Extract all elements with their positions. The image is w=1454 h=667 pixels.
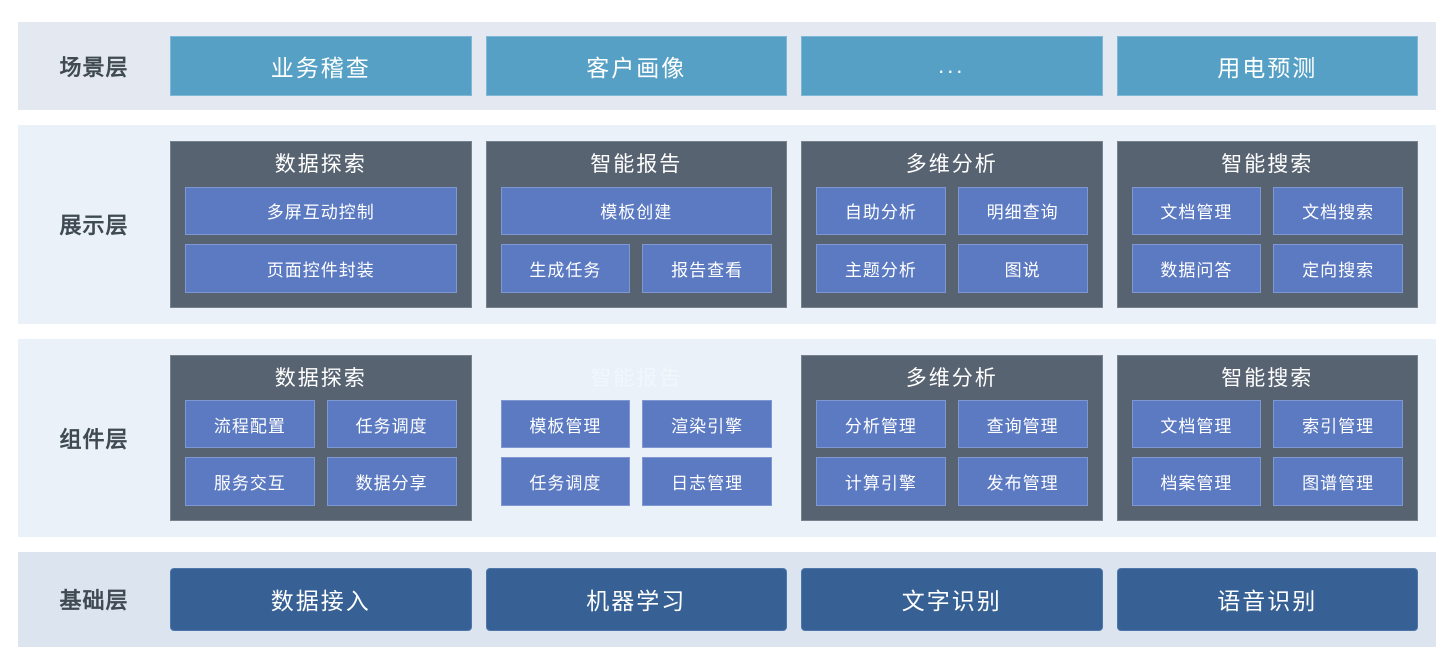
module-chip[interactable]: 生成任务	[500, 244, 631, 293]
module-panel[interactable]: 智能搜索文档管理索引管理档案管理图谱管理	[1116, 354, 1418, 521]
panel-title: 智能搜索	[1221, 153, 1314, 177]
foundation-card[interactable]: 机器学习	[485, 567, 787, 631]
module-chip[interactable]: 任务调度	[326, 399, 457, 449]
module-chip[interactable]: 查询管理	[957, 399, 1088, 449]
panel-chip-grid: 文档管理文档搜索数据问答定向搜索	[1131, 186, 1403, 293]
module-chip[interactable]: 模板管理	[500, 399, 631, 449]
module-panel[interactable]: 智能报告模板管理渲染引擎任务调度日志管理	[486, 355, 788, 521]
module-chip[interactable]: 分析管理	[816, 399, 946, 449]
layer-band-modules-2: 组件层数据探索流程配置任务调度服务交互数据分享智能报告模板管理渲染引擎任务调度日…	[18, 338, 1436, 537]
module-chip[interactable]: 报告查看	[642, 244, 772, 293]
layer-body: 数据接入机器学习文字识别语音识别	[170, 552, 1436, 647]
module-chip[interactable]: 文档管理	[1131, 399, 1262, 449]
panel-chip-row: 档案管理图谱管理	[1131, 457, 1403, 506]
panel-chip-row: 任务调度日志管理	[500, 457, 772, 506]
layer-body: 数据探索多屏互动控制页面控件封装智能报告模板创建生成任务报告查看多维分析自助分析…	[170, 125, 1436, 323]
panel-title: 多维分析	[905, 153, 998, 177]
panel-title: 多维分析	[905, 366, 998, 390]
module-chip[interactable]: 档案管理	[1131, 457, 1262, 506]
panel-chip-grid: 流程配置任务调度服务交互数据分享	[185, 399, 457, 506]
module-chip[interactable]: 模板创建	[500, 186, 772, 236]
layer-label: 基础层	[59, 588, 129, 614]
panel-chip-row: 流程配置任务调度	[185, 399, 457, 449]
foundation-card[interactable]: 数据接入	[170, 567, 472, 631]
module-chip[interactable]: 计算引擎	[816, 457, 946, 506]
panel-title: 数据探索	[274, 153, 367, 177]
scene-card[interactable]: 用电预测	[1116, 36, 1418, 97]
panel-chip-grid: 文档管理索引管理档案管理图谱管理	[1131, 399, 1403, 506]
scene-card[interactable]: ...	[801, 36, 1103, 97]
module-chip[interactable]: 文档搜索	[1273, 186, 1403, 236]
layer-body: 数据探索流程配置任务调度服务交互数据分享智能报告模板管理渲染引擎任务调度日志管理…	[170, 339, 1436, 537]
panel-chip-row: 多屏互动控制	[185, 186, 457, 236]
panel-chip-row: 主题分析图说	[816, 244, 1088, 293]
panel-chip-grid: 多屏互动控制页面控件封装	[185, 186, 457, 293]
panel-title: 智能报告	[590, 366, 683, 390]
module-chip[interactable]: 页面控件封装	[185, 244, 457, 293]
panel-chip-row: 文档管理索引管理	[1131, 399, 1403, 449]
panel-chip-grid: 模板创建生成任务报告查看	[500, 186, 772, 293]
module-chip[interactable]: 文档管理	[1131, 186, 1262, 236]
layer-band-foundation-3: 基础层 数据接入机器学习文字识别语音识别	[18, 551, 1436, 647]
module-chip[interactable]: 多屏互动控制	[185, 186, 457, 236]
module-panel[interactable]: 数据探索多屏互动控制页面控件封装	[170, 141, 472, 308]
module-panel[interactable]: 多维分析分析管理查询管理计算引擎发布管理	[801, 354, 1103, 521]
module-chip[interactable]: 渲染引擎	[642, 399, 772, 449]
layer-band-modules-1: 展示层数据探索多屏互动控制页面控件封装智能报告模板创建生成任务报告查看多维分析自…	[18, 125, 1436, 324]
module-chip[interactable]: 定向搜索	[1273, 244, 1403, 293]
module-chip[interactable]: 明细查询	[957, 186, 1088, 236]
module-panel[interactable]: 智能搜索文档管理文档搜索数据问答定向搜索	[1116, 141, 1418, 308]
panel-chip-row: 服务交互数据分享	[185, 457, 457, 506]
panel-title: 智能报告	[590, 153, 683, 177]
panel-chip-grid: 自助分析明细查询主题分析图说	[816, 186, 1088, 293]
scene-card[interactable]: 客户画像	[485, 36, 787, 97]
module-chip[interactable]: 流程配置	[185, 399, 315, 449]
module-chip[interactable]: 索引管理	[1273, 399, 1403, 449]
module-chip[interactable]: 任务调度	[500, 457, 631, 506]
panel-chip-row: 模板创建	[500, 186, 772, 236]
module-panel[interactable]: 智能报告模板创建生成任务报告查看	[485, 141, 787, 308]
scene-card[interactable]: 业务稽查	[170, 36, 472, 97]
panel-chip-row: 计算引擎发布管理	[816, 457, 1088, 506]
foundation-card[interactable]: 文字识别	[801, 567, 1103, 631]
module-chip[interactable]: 日志管理	[642, 457, 772, 506]
module-panel[interactable]: 数据探索流程配置任务调度服务交互数据分享	[170, 354, 472, 521]
panel-title: 数据探索	[274, 366, 367, 390]
layer-label: 场景层	[59, 55, 129, 81]
panel-chip-row: 数据问答定向搜索	[1131, 244, 1403, 293]
layer-band-scene-0: 场景层 业务稽查客户画像...用电预测	[18, 22, 1436, 111]
panel-chip-row: 生成任务报告查看	[500, 244, 772, 293]
panel-chip-row: 模板管理渲染引擎	[500, 399, 772, 449]
layer-label: 展示层	[59, 213, 129, 239]
panel-chip-row: 文档管理文档搜索	[1131, 186, 1403, 236]
panel-chip-row: 页面控件封装	[185, 244, 457, 293]
module-panel[interactable]: 多维分析自助分析明细查询主题分析图说	[801, 141, 1103, 308]
module-chip[interactable]: 数据分享	[326, 457, 457, 506]
module-chip[interactable]: 发布管理	[957, 457, 1088, 506]
module-chip[interactable]: 图谱管理	[1273, 457, 1403, 506]
foundation-card[interactable]: 语音识别	[1116, 567, 1418, 631]
panel-chip-row: 分析管理查询管理	[816, 399, 1088, 449]
module-chip[interactable]: 图说	[957, 244, 1088, 293]
layer-label: 组件层	[59, 426, 129, 452]
panel-chip-grid: 分析管理查询管理计算引擎发布管理	[816, 399, 1088, 506]
module-chip[interactable]: 服务交互	[185, 457, 315, 506]
panel-chip-grid: 模板管理渲染引擎任务调度日志管理	[500, 399, 772, 506]
module-chip[interactable]: 主题分析	[816, 244, 946, 293]
panel-chip-row: 自助分析明细查询	[816, 186, 1088, 236]
panel-title: 智能搜索	[1221, 366, 1314, 390]
layer-body: 业务稽查客户画像...用电预测	[170, 22, 1436, 110]
module-chip[interactable]: 自助分析	[816, 186, 946, 236]
module-chip[interactable]: 数据问答	[1131, 244, 1262, 293]
